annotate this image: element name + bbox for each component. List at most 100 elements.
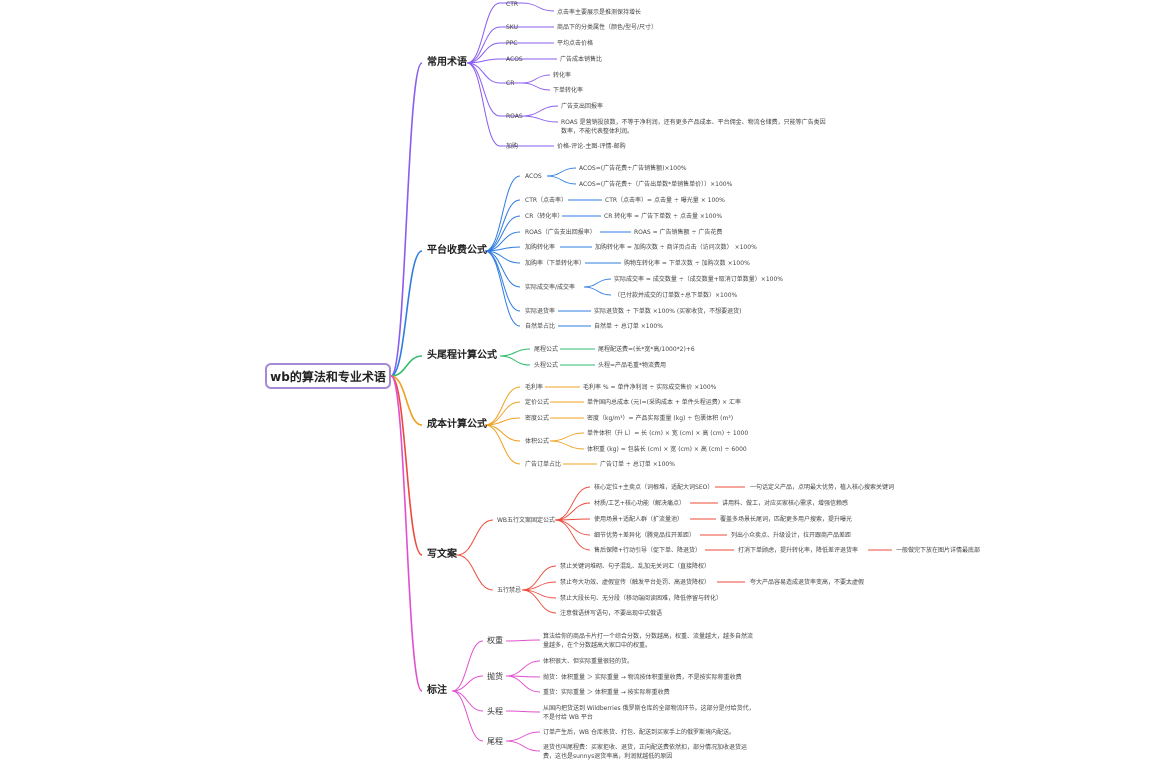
edge-terms-leaf-0 (521, 2, 555, 12)
branch-copy[interactable]: 写文案 (427, 549, 457, 560)
tag-light-cargo[interactable]: 抛货 (487, 672, 503, 681)
term-roas-desc-1: 广告支出回报率 (561, 103, 604, 110)
tag-light-cargo-2: 抛货：体积重量 ＞ 实际重量 → 物流按体积重量收费，不是按实际称重收费 (543, 674, 742, 681)
copy-taboo[interactable]: 五行禁忌 (497, 587, 522, 594)
term-cr-desc-2: 下单转化率 (553, 87, 584, 94)
edge-terms-6 (466, 62, 501, 147)
branch-terms[interactable]: 常用术语 (427, 57, 467, 68)
formula-acos-1: ACOS=(广告花费÷广告销售额)×100% (579, 165, 687, 172)
edge-root-formula (390, 250, 423, 377)
cost-pricing[interactable]: 定价公式 (525, 399, 550, 406)
edge-formula-leaf-1 (546, 175, 577, 185)
edge-terms-leaf-4 (521, 74, 551, 84)
cost-volume[interactable]: 体积公式 (525, 438, 550, 445)
cost-density[interactable]: 密度公式 (525, 415, 550, 422)
edge-tag-3 (451, 690, 484, 742)
term-roas[interactable]: ROAS (506, 113, 523, 120)
copy-rule-3[interactable]: 使用场景+适配人群（扩流量池） (594, 516, 684, 523)
formula-addcart-rate-1: 购物车转化率 = 下单次数 ÷ 加购次数 ×100% (624, 260, 750, 267)
term-cr-desc-1: 转化率 (553, 72, 572, 79)
edge-terms-0 (466, 2, 501, 64)
edge-tag-2 (451, 690, 484, 712)
copy-rule-1-note: 一句话定义产品，点明最大优势，植入核心搜索关键词 (750, 484, 895, 491)
formula-addcart-cr[interactable]: 加购转化率 (525, 244, 556, 251)
edge-copy-formula (456, 519, 494, 556)
edge-formula-1 (484, 199, 521, 252)
formula-ctr[interactable]: CTR（点击率） (525, 197, 568, 204)
copy-formula[interactable]: WB五行文案固定公式 (497, 517, 556, 524)
term-acos[interactable]: ACOS (506, 56, 523, 63)
copy-rule-5-note: 打消下单顾虑，提升转化率，降低差评退货率 (738, 547, 859, 554)
formula-deal-rate[interactable]: 实际成交率/成交率 (525, 284, 576, 291)
headtail-head[interactable]: 头程公式 (534, 362, 559, 369)
copy-taboo-4[interactable]: 注意俄语拼写语句，不要出现中式俄语 (560, 610, 663, 617)
copy-rule-5[interactable]: 售后保障+行动引导（促下单、降退货） (594, 547, 702, 554)
tag-first-leg[interactable]: 头程 (487, 707, 503, 716)
edge-root-headtail (390, 355, 423, 377)
formula-roas[interactable]: ROAS（广告支出回报率） (525, 229, 596, 236)
edge-cost-leaf-4 (549, 440, 585, 450)
edge-terms-5 (466, 62, 501, 117)
edge-formula-7 (484, 250, 521, 312)
edge-formula-leaf-8 (583, 286, 612, 296)
branch-cost[interactable]: 成本计算公式 (427, 419, 487, 430)
edge-tag-leaf-4 (505, 710, 541, 713)
formula-deal-rate-1: 实际成交率 = 成交数量 ÷（成交数量+取消订单数量）×100% (614, 276, 783, 283)
term-cr[interactable]: CR (506, 80, 515, 87)
formula-return-rate[interactable]: 实际退货率 (525, 308, 556, 315)
tag-weight-1: 算法给你的商品卡片打一个综合分数，分数越高，权重、流量越大，越多自然流量越多，在… (543, 633, 754, 649)
root-label: wb的算法和专业术语 (270, 369, 386, 384)
edge-copy-rule-4 (554, 519, 591, 551)
copy-rule-2-note: 讲用料、做工，对应买家核心需求，增强信赖感 (722, 500, 849, 507)
tag-first-leg-1: 从国内把货送到 Wildberries 俄罗斯仓库的全部物流环节。这部分是付给货… (543, 705, 755, 721)
term-ctr[interactable]: CTR (506, 1, 519, 8)
copy-taboo-3[interactable]: 禁止大段长句、无分段（移动端阅读困难，降低停留与转化） (560, 595, 723, 602)
term-ppc[interactable]: PPC (506, 40, 518, 47)
edge-terms-leaf-6 (521, 105, 559, 117)
edge-terms-leaf-5 (521, 82, 551, 91)
headtail-tail[interactable]: 尾程公式 (534, 346, 559, 353)
edge-copy-rule-0 (554, 486, 591, 521)
formula-cr[interactable]: CR（转化率） (525, 213, 564, 220)
formula-addcart-rate[interactable]: 加购率（下单转化率） (525, 260, 586, 267)
root-node[interactable]: wb的算法和专业术语 (265, 363, 391, 389)
edge-headtail-0 (499, 348, 531, 357)
edge-tag-leaf-1 (505, 660, 541, 677)
tag-weight[interactable]: 权重 (487, 636, 503, 645)
branch-tag[interactable]: 标注 (427, 685, 447, 696)
cost-density-1: 密度（kg/m³）= 产品实际重量 (kg) ÷ 包裹体积 (m³) (587, 415, 734, 422)
copy-rule-4[interactable]: 细节优势+差异化（腾竞品拉开差距） (594, 532, 696, 539)
cost-volume-1: 单件体积（升 L）= 长 (cm) × 宽 (cm) × 高 (cm) ÷ 10… (587, 430, 749, 437)
branch-formula[interactable]: 平台收费公式 (427, 245, 487, 256)
edge-cost-4 (484, 424, 521, 465)
copy-rule-2[interactable]: 材质/工艺+核心功能（解决痛点） (594, 500, 686, 507)
edge-root-cost (390, 375, 423, 426)
term-sku[interactable]: SKU (506, 24, 518, 31)
edge-tag-leaf-6 (505, 740, 541, 752)
edge-root-copy (390, 375, 423, 556)
cost-ad-share[interactable]: 广告订单占比 (525, 461, 562, 468)
copy-rule-1[interactable]: 核心定位+主卖点（词根堆，适配大词SEO） (594, 484, 714, 491)
edge-terms-1 (466, 26, 501, 64)
branch-headtail[interactable]: 头尾程计算公式 (427, 350, 497, 361)
term-sku-desc: 商品下的分类属性（颜色/型号/尺寸） (557, 24, 658, 31)
edge-tag-1 (451, 675, 484, 692)
formula-organic-share[interactable]: 自然单占比 (525, 323, 556, 330)
edge-cost-leaf-3 (549, 432, 585, 442)
edge-formula-leaf-0 (546, 167, 577, 177)
edge-root-tag (390, 375, 423, 692)
copy-taboo-1[interactable]: 禁止关键词堆砌、句子混乱、乱加无关词汇（直接降权） (560, 563, 711, 570)
formula-roas-1: ROAS = 广告销售额 ÷ 广告花费 (634, 229, 723, 236)
edge-tag-0 (451, 640, 484, 692)
formula-acos[interactable]: ACOS (525, 173, 542, 180)
term-add-cart[interactable]: 加购 (506, 143, 519, 150)
cost-margin[interactable]: 毛利率 (525, 384, 544, 391)
tag-last-leg[interactable]: 尾程 (487, 737, 503, 746)
edge-tag-leaf-3 (505, 675, 541, 693)
copy-taboo-2[interactable]: 禁止夸大功效、虚假宣传（触发平台处罚、高退货降权） (560, 579, 711, 586)
tag-last-leg-1: 订单产生后，WB 仓库拣货、打包、配送到买家手上的俄罗斯境内配送。 (543, 729, 735, 736)
copy-rule-4-note: 列出小众卖点、升级设计，拉开跟商产品差距 (731, 532, 852, 539)
edge-copy-rule-3 (554, 519, 591, 536)
cost-margin-1: 毛利率 % = 单件净利润 ÷ 实际成交售价 ×100% (583, 384, 717, 391)
